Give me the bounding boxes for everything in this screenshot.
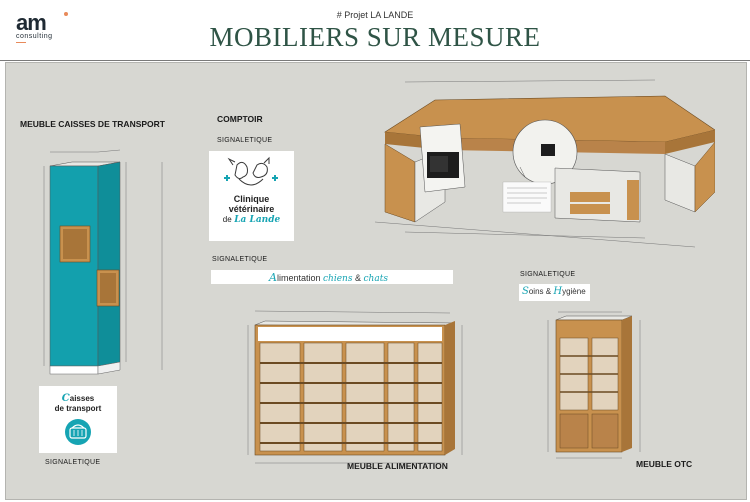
clinique-line1: Clinique [233,194,270,204]
clinique-name: La Lande [234,215,281,225]
transport-furniture-drawing [43,149,163,375]
alimentation-amp: & [354,273,361,283]
logo-dot [64,12,68,16]
clinique-sign: Clinique vétérinaire de La Lande [209,151,294,241]
page-header: am consulting # Projet LA LANDE MOBILIER… [0,0,750,61]
alimentation-title: MEUBLE ALIMENTATION [347,461,448,471]
caisses-sign: Caisses de transport [39,386,117,453]
alimentation-sign: Alimentation chiens & chats [211,270,453,284]
pet-carrier-icon [65,419,91,445]
signaletique-transport-label: SIGNALETIQUE [45,459,101,466]
alimentation-initial: A [269,271,277,284]
alimentation-chats: chats [363,274,388,284]
hygiene-initial: H [553,286,563,297]
animal-heads-icon [224,156,278,186]
alimentation-furniture-drawing [247,310,463,464]
otc-title: MEUBLE OTC [636,459,693,469]
transport-title: MEUBLE CAISSES DE TRANSPORT [20,119,165,129]
alimentation-word: limentation [276,273,321,283]
signaletique-alimentation-label: SIGNALETIQUE [212,256,268,263]
hygiene-word: ygiène [562,287,586,296]
logo-underline [16,42,26,43]
soins-word: oins & [528,287,552,296]
comptoir-title: COMPTOIR [217,114,263,124]
caisses-word: aisses [69,394,95,403]
logo-sub: consulting [16,33,53,40]
soins-sign: Soins & Hygiène [519,284,590,301]
otc-furniture-drawing [547,311,641,459]
project-name: # Projet LA LANDE [336,10,414,20]
am-consulting-logo: am consulting [16,10,68,43]
logo-main: am [16,10,47,35]
comptoir-drawing [374,79,715,248]
caisses-initial: C [61,393,70,404]
soins-initial: S [522,286,529,297]
caisses-line2: de transport [54,404,102,413]
signaletique-comptoir-label: SIGNALETIQUE [217,137,273,144]
page-title: MOBILIERS SUR MESURE [209,22,541,52]
clinique-de: de [222,215,232,224]
alimentation-chiens: chiens [323,274,353,284]
clinique-line2: vétérinaire [228,204,275,214]
signaletique-soins-label: SIGNALETIQUE [520,271,576,278]
